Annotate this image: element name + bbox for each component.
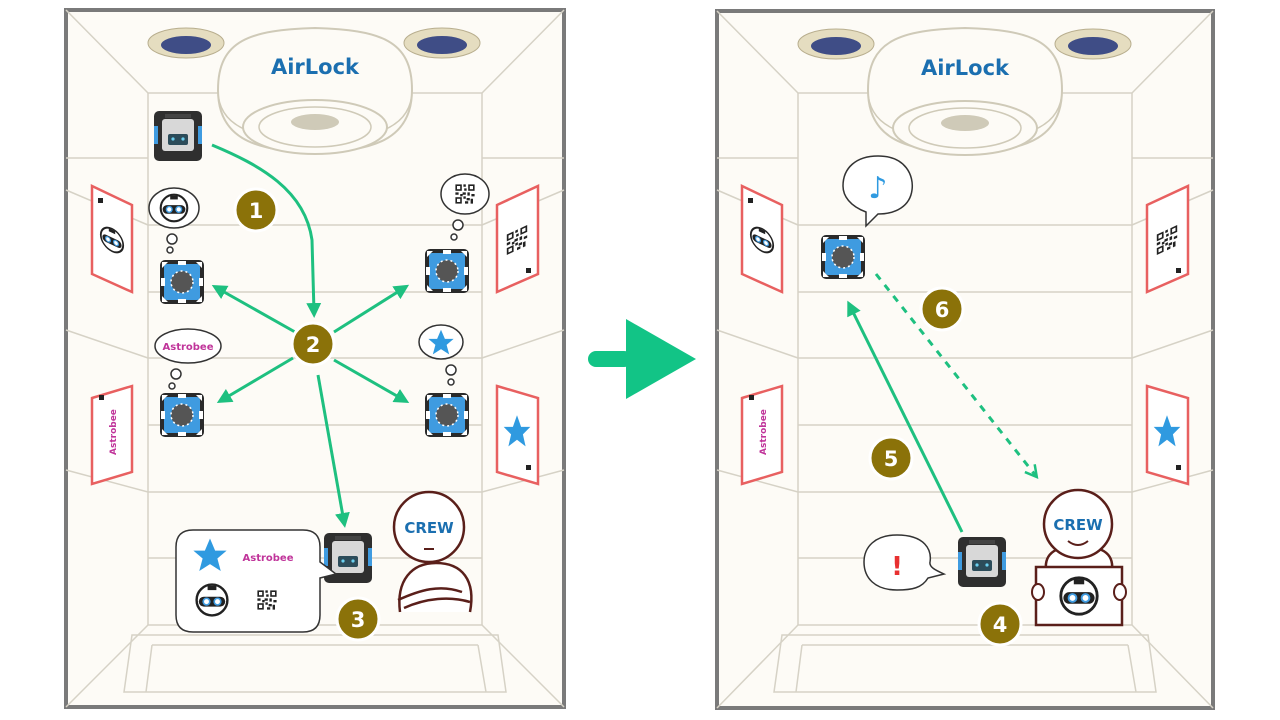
rover-robot-alert xyxy=(958,537,1006,587)
svg-text:6: 6 xyxy=(935,298,950,322)
airlock-label-right: AirLock xyxy=(921,56,1010,80)
svg-text:5: 5 xyxy=(884,447,899,471)
thought-bubble-astrobee: Astrobee xyxy=(154,328,222,390)
step-badge-2: 2 xyxy=(290,321,336,367)
svg-text:2: 2 xyxy=(306,333,321,357)
step-badge-3: 3 xyxy=(335,596,381,642)
astrobee-robot-star xyxy=(424,392,470,438)
poster-astrobee-text: Astrobee xyxy=(109,409,119,455)
poster-astrobee-text-r: Astrobee xyxy=(759,409,769,455)
crew-label-left: CREW xyxy=(404,519,454,537)
crew-member-holding-poster: CREW xyxy=(1031,488,1127,627)
thought-bubble-star xyxy=(418,324,464,386)
poster-astrobee-left-r: Astrobee xyxy=(740,384,784,486)
poster-qr-right xyxy=(495,184,540,294)
poster-astrobee-left: Astrobee xyxy=(90,384,134,486)
result-astrobee-text: Astrobee xyxy=(243,553,294,564)
svg-text:3: 3 xyxy=(351,608,366,632)
step-badge-1: 1 xyxy=(233,187,279,233)
poster-star-right-r xyxy=(1145,384,1190,486)
crew-label-right: CREW xyxy=(1053,516,1103,534)
left-module-panel: AirLock Astrobee xyxy=(64,8,566,709)
astrobee-robot-text xyxy=(159,392,205,438)
poster-face-left-r xyxy=(740,184,784,294)
alert-icon: ! xyxy=(891,552,903,582)
crew-member-thinking: CREW xyxy=(392,490,473,613)
music-note-icon: ♪ xyxy=(868,171,887,206)
step-badge-5: 5 xyxy=(868,435,914,481)
poster-qr-right-r xyxy=(1145,184,1190,294)
astrobee-robot-happy xyxy=(820,234,866,280)
music-speech-bubble: ♪ xyxy=(842,155,914,228)
astrobee-robot-face xyxy=(159,259,205,305)
step-badge-4: 4 xyxy=(977,601,1023,647)
thought-bubble-face xyxy=(148,187,200,254)
qr-code-icon xyxy=(257,590,277,610)
astrobee-robot-qr xyxy=(424,248,470,294)
svg-text:4: 4 xyxy=(993,613,1008,637)
result-speech-bubble: Astrobee xyxy=(175,529,338,633)
airlock-label: AirLock xyxy=(271,55,360,79)
rover-robot-start xyxy=(154,111,202,161)
poster-star-right xyxy=(495,384,540,486)
poster-face-left xyxy=(90,184,134,294)
svg-text:1: 1 xyxy=(249,199,264,223)
step-badge-6: 6 xyxy=(919,286,965,332)
astrobee-face-icon xyxy=(195,583,229,617)
right-module-panel: AirLock Astrobee xyxy=(715,9,1215,710)
transition-arrow xyxy=(588,319,696,399)
astrobee-face-icon-held xyxy=(1059,576,1099,616)
thought-bubble-qr xyxy=(440,173,490,241)
thought-astrobee-text: Astrobee xyxy=(163,342,214,353)
alert-speech-bubble: ! xyxy=(863,534,947,591)
